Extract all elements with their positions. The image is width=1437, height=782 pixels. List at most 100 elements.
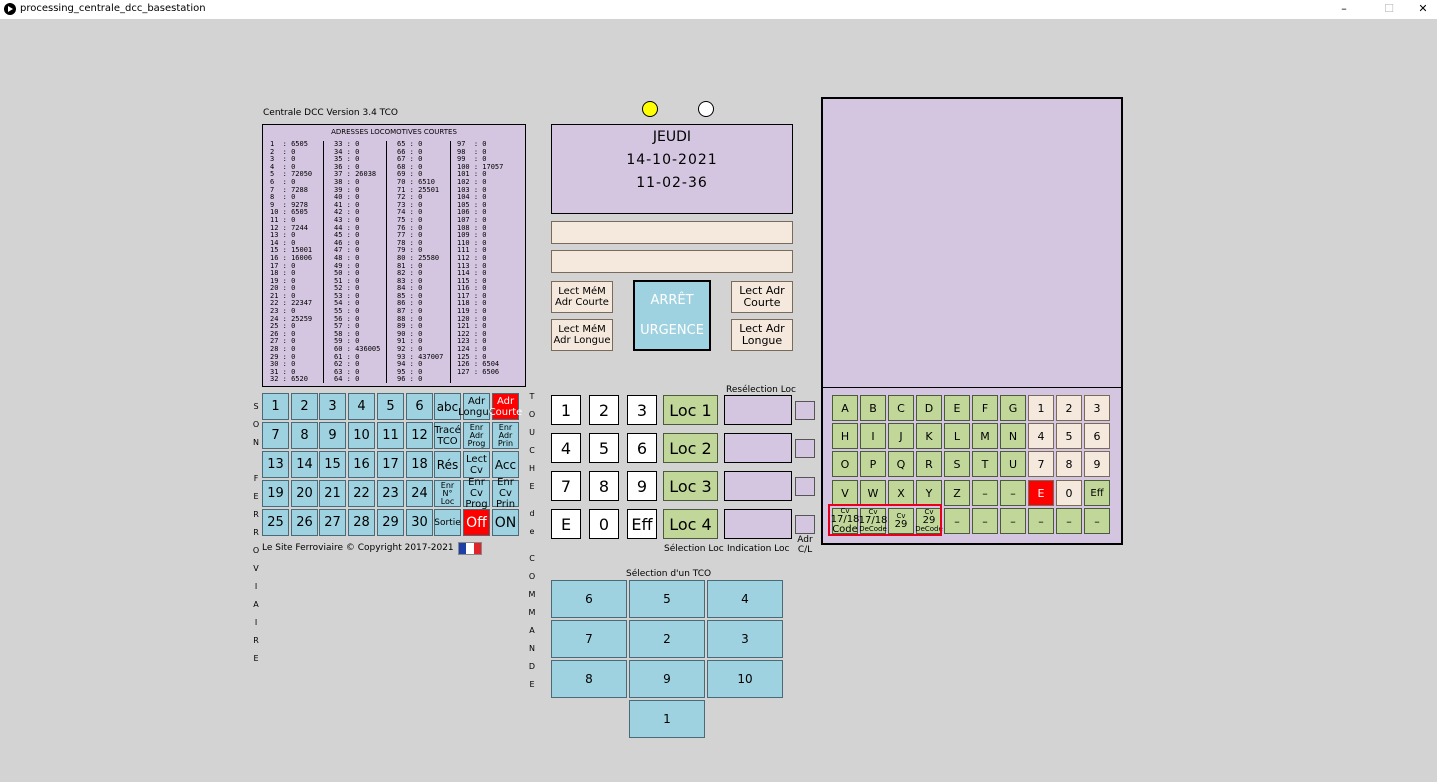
keyboard-key-e[interactable]: E xyxy=(944,395,970,421)
sound-button-20[interactable]: 20 xyxy=(291,480,318,507)
adr-cl-toggle-1[interactable] xyxy=(795,401,815,420)
keyboard-key-d[interactable]: D xyxy=(916,395,942,421)
keyboard-key-8[interactable]: 8 xyxy=(1056,451,1082,477)
keyboard-key-dash[interactable]: – xyxy=(1000,480,1026,506)
keyboard-key-3[interactable]: 3 xyxy=(1084,395,1110,421)
sound-button-28[interactable]: 28 xyxy=(348,509,375,536)
keyboard-key-1[interactable]: 1 xyxy=(1028,395,1054,421)
sound-button-1[interactable]: 1 xyxy=(262,393,289,420)
keyboard-key-w[interactable]: W xyxy=(860,480,886,506)
keyboard-key-dash[interactable]: – xyxy=(972,480,998,506)
sound-button-3[interactable]: 3 xyxy=(319,393,346,420)
keyboard-key-i[interactable]: I xyxy=(860,423,886,449)
tco-button-10[interactable]: 10 xyxy=(707,660,783,698)
keyboard-key-dash[interactable]: – xyxy=(1028,508,1054,534)
keyboard-key-x[interactable]: X xyxy=(888,480,914,506)
keyboard-key-s[interactable]: S xyxy=(944,451,970,477)
tco-button-4[interactable]: 4 xyxy=(707,580,783,618)
keypad-key-5[interactable]: 5 xyxy=(589,433,619,463)
keypad-key-8[interactable]: 8 xyxy=(589,471,619,501)
tco-button-3[interactable]: 3 xyxy=(707,620,783,658)
loco-select-button-2[interactable]: Loc 2 xyxy=(663,433,718,463)
sound-button-5[interactable]: 5 xyxy=(377,393,404,420)
keyboard-key-q[interactable]: Q xyxy=(888,451,914,477)
sound-button-17[interactable]: 17 xyxy=(377,451,404,478)
loco-select-button-1[interactable]: Loc 1 xyxy=(663,395,718,425)
tco-button-2[interactable]: 2 xyxy=(629,620,705,658)
keypad-key-2[interactable]: 2 xyxy=(589,395,619,425)
input-field-1[interactable] xyxy=(551,221,793,244)
sound-button-29[interactable]: 29 xyxy=(377,509,404,536)
sound-button-30[interactable]: 30 xyxy=(406,509,433,536)
keyboard-key-h[interactable]: H xyxy=(832,423,858,449)
keyboard-key-y[interactable]: Y xyxy=(916,480,942,506)
keyboard-key-2[interactable]: 2 xyxy=(1056,395,1082,421)
sound-button-acc[interactable]: Acc xyxy=(492,451,519,478)
sound-button-on[interactable]: ON xyxy=(492,509,519,536)
input-field-2[interactable] xyxy=(551,250,793,273)
keyboard-key-o[interactable]: O xyxy=(832,451,858,477)
keyboard-key-p[interactable]: P xyxy=(860,451,886,477)
keyboard-key-b[interactable]: B xyxy=(860,395,886,421)
keypad-key-4[interactable]: 4 xyxy=(551,433,581,463)
loco-select-button-3[interactable]: Loc 3 xyxy=(663,471,718,501)
sound-button-6[interactable]: 6 xyxy=(406,393,433,420)
keypad-key-6[interactable]: 6 xyxy=(627,433,657,463)
keyboard-key-c[interactable]: C xyxy=(888,395,914,421)
keyboard-key-u[interactable]: U xyxy=(1000,451,1026,477)
keypad-key-1[interactable]: 1 xyxy=(551,395,581,425)
keypad-key-9[interactable]: 9 xyxy=(627,471,657,501)
keyboard-key-dash[interactable]: – xyxy=(1084,508,1110,534)
sound-button-25[interactable]: 25 xyxy=(262,509,289,536)
keyboard-key-j[interactable]: J xyxy=(888,423,914,449)
keyboard-key-dash[interactable]: – xyxy=(972,508,998,534)
sound-button-11[interactable]: 11 xyxy=(377,422,404,449)
sound-button-23[interactable]: 23 xyxy=(377,480,404,507)
sound-button-22[interactable]: 22 xyxy=(348,480,375,507)
keypad-key-0[interactable]: 0 xyxy=(589,509,619,539)
adr-cl-toggle-4[interactable] xyxy=(795,515,815,534)
keypad-key-e[interactable]: E xyxy=(551,509,581,539)
sound-button-off[interactable]: Off xyxy=(463,509,490,536)
keyboard-key-dash[interactable]: – xyxy=(1000,508,1026,534)
tco-button-5[interactable]: 5 xyxy=(629,580,705,618)
keyboard-key-l[interactable]: L xyxy=(944,423,970,449)
keyboard-key-7[interactable]: 7 xyxy=(1028,451,1054,477)
sound-button-9[interactable]: 9 xyxy=(319,422,346,449)
keyboard-key-0[interactable]: 0 xyxy=(1056,480,1082,506)
adr-cl-toggle-3[interactable] xyxy=(795,477,815,496)
keyboard-key-f[interactable]: F xyxy=(972,395,998,421)
adr-cl-toggle-2[interactable] xyxy=(795,439,815,458)
keyboard-key-t[interactable]: T xyxy=(972,451,998,477)
sound-button-16[interactable]: 16 xyxy=(348,451,375,478)
sound-button-abc[interactable]: abc xyxy=(434,393,461,420)
keyboard-key-k[interactable]: K xyxy=(916,423,942,449)
sound-button-18[interactable]: 18 xyxy=(406,451,433,478)
keyboard-key-eff[interactable]: Eff xyxy=(1084,480,1110,506)
keyboard-key-m[interactable]: M xyxy=(972,423,998,449)
sound-button-21[interactable]: 21 xyxy=(319,480,346,507)
sound-button-sortie[interactable]: Sortie xyxy=(434,509,461,536)
keyboard-key-n[interactable]: N xyxy=(1000,423,1026,449)
keypad-key-3[interactable]: 3 xyxy=(627,395,657,425)
close-button[interactable]: ✕ xyxy=(1418,2,1428,15)
keypad-key-eff[interactable]: Eff xyxy=(627,509,657,539)
keypad-key-7[interactable]: 7 xyxy=(551,471,581,501)
keyboard-key-a[interactable]: A xyxy=(832,395,858,421)
sound-button-26[interactable]: 26 xyxy=(291,509,318,536)
sound-button-19[interactable]: 19 xyxy=(262,480,289,507)
maximize-button[interactable]: ☐ xyxy=(1384,2,1394,15)
keyboard-key-6[interactable]: 6 xyxy=(1084,423,1110,449)
